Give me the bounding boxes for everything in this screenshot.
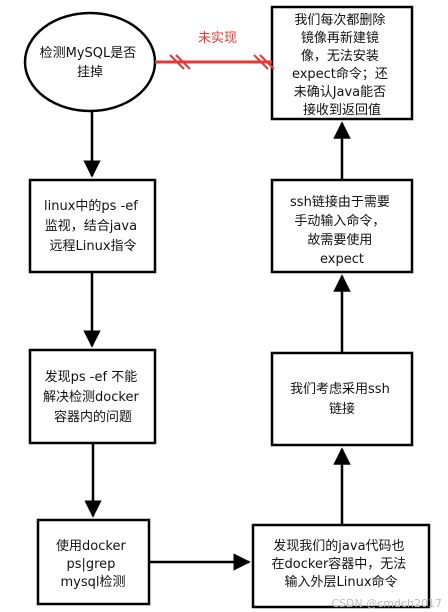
start-node xyxy=(23,11,157,113)
java-issue-line-3: 输入外层Linux命令 xyxy=(284,574,397,590)
grep-line-1: 使用docker xyxy=(56,538,126,554)
expect-line-1: ssh链接由于需要 xyxy=(290,194,390,210)
grep-line-3: mysql检测 xyxy=(61,575,126,590)
start-node-text: 检测MySQL是否 挂掉 xyxy=(40,46,141,80)
ps-node-text: linux中的ps -ef 监视，结合java 远程Linux指令 xyxy=(44,198,142,254)
image-line-2: 镜像再新建镜 xyxy=(301,30,379,46)
java-issue-line-1: 发现我们的java代码也 xyxy=(273,538,404,554)
ps-line-1: linux中的ps -ef xyxy=(44,198,138,214)
image-line-5: 未确认Java能否 xyxy=(294,85,386,100)
docker-issue-line-3: 容器内的问题 xyxy=(54,409,132,425)
docker-issue-line-2: 解决检测docker xyxy=(43,390,139,405)
expect-node-text: ssh链接由于需要 手动输入命令， 故需要使用 expect xyxy=(290,194,394,267)
not-implemented-connector xyxy=(155,54,275,70)
image-line-4: expect命令；还 xyxy=(292,66,388,82)
image-line-1: 我们每次都删除 xyxy=(294,12,385,28)
grep-node-text: 使用docker ps|grep mysql检测 xyxy=(56,538,130,590)
expect-line-2: 手动输入命令， xyxy=(294,213,385,229)
ssh-line-1: 我们考虑采用ssh xyxy=(290,382,390,397)
start-line-2: 挂掉 xyxy=(77,65,103,80)
image-line-3: 像，无法安装 xyxy=(301,49,379,64)
grep-line-2: ps|grep xyxy=(66,557,115,572)
expect-line-3: 故需要使用 xyxy=(307,232,372,248)
ssh-node-text: 我们考虑采用ssh 链接 xyxy=(290,382,394,417)
image-line-6: 接收到返回值 xyxy=(303,102,381,118)
java-issue-line-2: 在docker容器中，无法 xyxy=(272,556,407,572)
ps-line-2: 监视，结合java xyxy=(45,219,137,234)
start-line-1: 检测MySQL是否 xyxy=(40,46,137,61)
java-issue-node-text: 发现我们的java代码也 在docker容器中，无法 输入外层Linux命令 xyxy=(272,538,411,590)
docker-issue-line-1: 发现ps -ef 不能 xyxy=(45,369,138,385)
grep-node xyxy=(36,518,151,606)
java-issue-node xyxy=(251,523,431,609)
ssh-line-2: 链接 xyxy=(329,401,355,417)
ssh-node xyxy=(270,351,414,447)
ps-line-3: 远程Linux指令 xyxy=(49,239,136,254)
expect-line-4: expect xyxy=(320,252,364,267)
watermark: CSDN @cmdch2017 xyxy=(331,597,442,610)
expect-node xyxy=(270,178,414,274)
docker-issue-node xyxy=(28,348,157,445)
image-node-text: 我们每次都删除 镜像再新建镜 像，无法安装 expect命令；还 未确认Java… xyxy=(292,12,392,118)
annotation-label: 未实现 xyxy=(198,31,237,46)
ps-node xyxy=(28,178,157,274)
docker-issue-node-text: 发现ps -ef 不能 解决检测docker 容器内的问题 xyxy=(43,369,143,425)
